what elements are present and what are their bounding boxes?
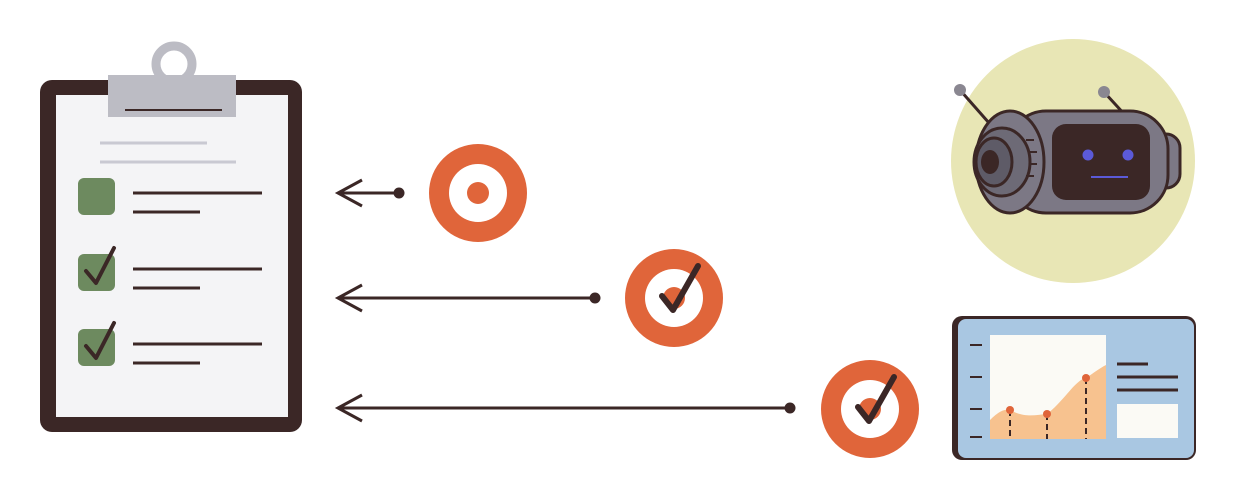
- robot-eye: [1082, 149, 1094, 161]
- dashboard-data-point: [1006, 406, 1014, 414]
- clipboard-icon: [40, 41, 302, 432]
- checkmark-icon: [84, 246, 116, 285]
- target-icon: [821, 360, 919, 458]
- target-group: [429, 144, 919, 458]
- task-item: [78, 178, 262, 215]
- dashboard-side-panel: [1117, 404, 1178, 438]
- checkmark-icon: [84, 321, 116, 360]
- robot-icon: [951, 39, 1195, 283]
- arrow-left-icon: [334, 393, 796, 423]
- dashboard-data-point: [1043, 410, 1051, 418]
- robot-eye: [1122, 149, 1134, 161]
- robot-face: [1052, 124, 1150, 200]
- target-bullseye: [467, 182, 489, 204]
- target-icon: [625, 249, 723, 347]
- task-item: [78, 246, 262, 291]
- clipboard-clip: [108, 41, 236, 117]
- checkbox: [78, 178, 115, 215]
- checkmark-icon: [659, 263, 701, 313]
- task-list: [78, 178, 262, 366]
- checkmark-icon: [855, 374, 897, 424]
- target-icon: [429, 144, 527, 242]
- dashboard-data-point: [1082, 374, 1090, 382]
- dashboard-area-series: [990, 365, 1106, 439]
- arrow-left-icon: [334, 283, 601, 313]
- task-item: [78, 321, 262, 366]
- dashboard-icon: [952, 316, 1196, 460]
- arrow-left-icon: [334, 178, 405, 208]
